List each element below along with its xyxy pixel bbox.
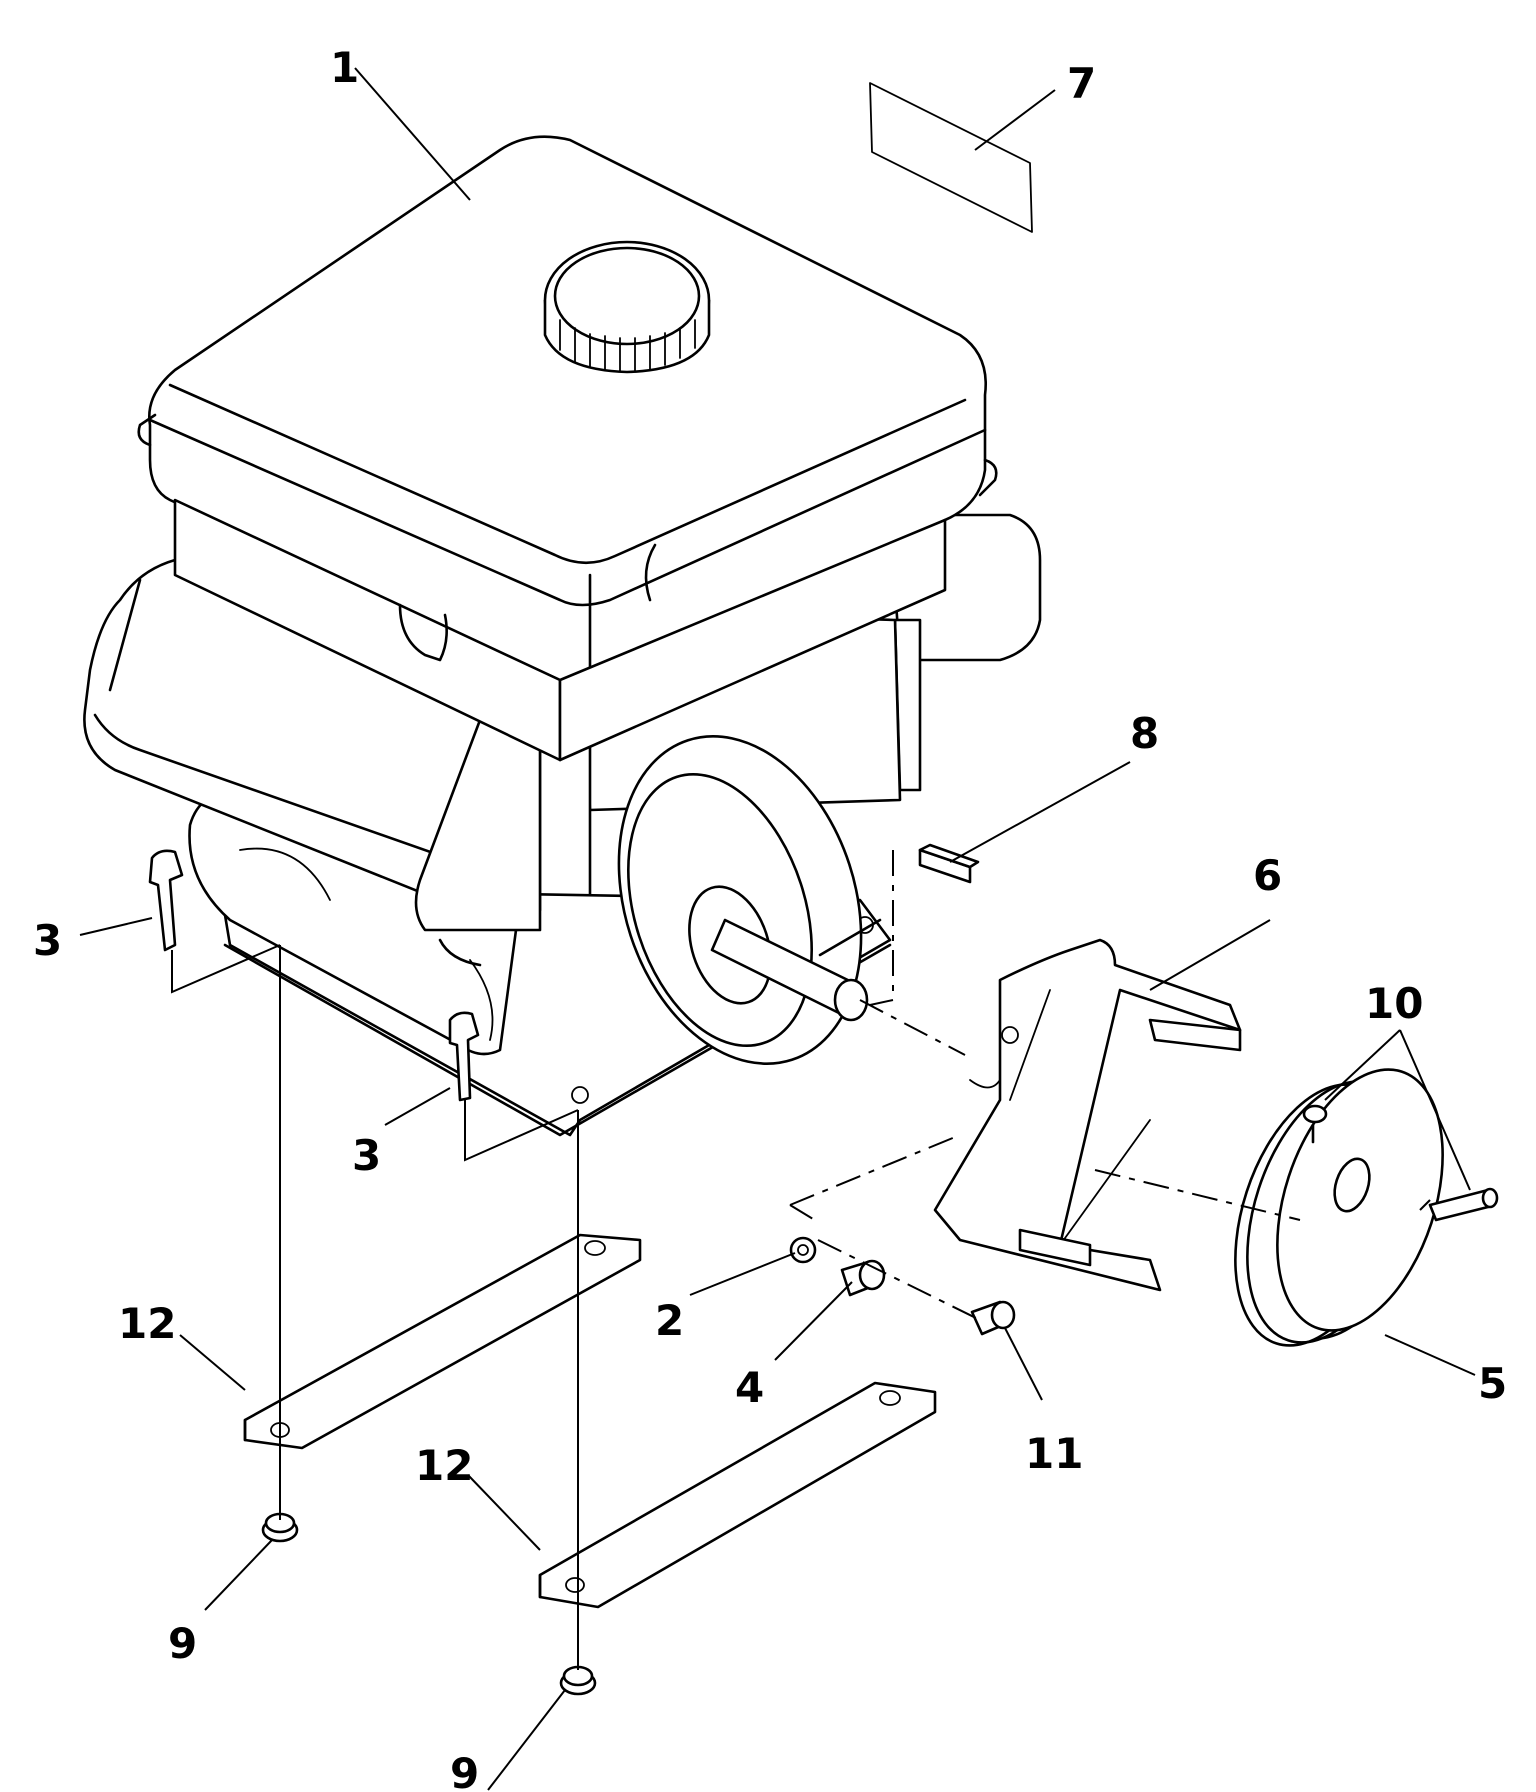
decal-label-plate — [869, 82, 1033, 233]
flange-nuts — [261, 1512, 597, 1696]
callout-labels: 1 7 8 6 10 3 3 2 4 11 5 12 12 9 9 — [33, 43, 1507, 1792]
mounting-bracket — [933, 938, 1242, 1292]
callout-10: 10 — [1365, 979, 1423, 1028]
engine-bolts — [148, 849, 480, 1102]
assembly-lines — [171, 850, 1431, 1670]
shaft-key — [918, 843, 980, 884]
callout-2: 2 — [655, 1296, 684, 1345]
callout-11: 11 — [1025, 1429, 1083, 1478]
callout-3a: 3 — [33, 916, 62, 965]
engine-assembly — [83, 135, 1042, 1137]
leader-lines — [79, 67, 1476, 1791]
callout-12b: 12 — [415, 1441, 473, 1490]
callout-12a: 12 — [118, 1299, 176, 1348]
base-plates — [243, 1233, 937, 1609]
callout-9a: 9 — [168, 1619, 197, 1668]
callout-1: 1 — [330, 43, 359, 92]
callout-8: 8 — [1130, 709, 1159, 758]
callout-6: 6 — [1253, 851, 1282, 900]
callout-5: 5 — [1478, 1359, 1507, 1408]
set-screws — [1302, 1104, 1499, 1222]
small-hardware — [789, 1236, 1016, 1336]
callout-9b: 9 — [450, 1749, 479, 1792]
callout-3b: 3 — [352, 1131, 381, 1180]
pulley — [1234, 1068, 1444, 1347]
callout-4: 4 — [735, 1363, 764, 1412]
callout-7: 7 — [1067, 59, 1096, 108]
